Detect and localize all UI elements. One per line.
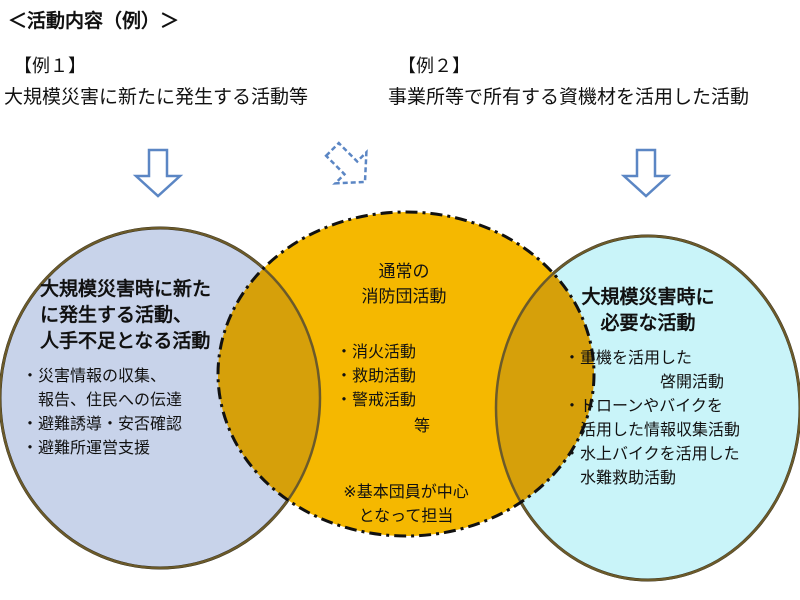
left-heading-line: 人手不足となる活動 bbox=[40, 330, 211, 352]
center-circle-note: ※基本団員が中心 となって担当 bbox=[316, 480, 496, 528]
right-circle-outline bbox=[494, 234, 800, 582]
center-circle-heading: 通常の 消防団活動 bbox=[328, 260, 480, 310]
list-item: 水難救助活動 bbox=[564, 468, 677, 487]
list-item: ・避難誘導・安否確認 bbox=[22, 414, 183, 433]
diagonal-dashed-arrow-icon bbox=[324, 141, 368, 185]
list-item: 啓開活動 bbox=[660, 372, 725, 391]
list-item: ・ドローンやバイクを bbox=[564, 396, 723, 415]
left-circle-outline bbox=[0, 226, 322, 570]
center-heading-line: 通常の bbox=[378, 262, 430, 282]
down-arrow-icon bbox=[620, 148, 672, 198]
left-heading-line: に発生する活動、 bbox=[40, 304, 193, 326]
note-line: となって担当 bbox=[358, 506, 454, 525]
center-items-suffix: 等 bbox=[414, 416, 431, 435]
list-item: ・警戒活動 bbox=[336, 390, 417, 409]
center-heading-line: 消防団活動 bbox=[361, 287, 447, 307]
note-line: ※基本団員が中心 bbox=[343, 482, 469, 501]
example1-label: 【例１】 bbox=[14, 56, 86, 77]
list-item: ・避難所運営支援 bbox=[22, 438, 151, 457]
list-item: ・災害情報の収集、 bbox=[22, 366, 167, 385]
example2-description: 事業所等で所有する資機材を活用した活動 bbox=[388, 86, 750, 108]
left-heading-line: 大規模災害時に新た bbox=[40, 278, 212, 300]
right-circle-items: ・重機を活用した 啓開活動 ・ドローンやバイクを 活用した情報収集活動 ・水上バ… bbox=[564, 346, 740, 490]
right-circle-heading: 大規模災害時に 必要な活動 bbox=[548, 284, 748, 336]
example1-description: 大規模災害に新たに発生する活動等 bbox=[4, 86, 309, 108]
list-item: 報告、住民への伝達 bbox=[22, 390, 183, 409]
list-item: ・重機を活用した bbox=[564, 348, 693, 367]
list-item: 活用した情報収集活動 bbox=[564, 420, 741, 439]
center-circle-outline bbox=[216, 210, 596, 538]
list-item: ・水上バイクを活用した bbox=[564, 444, 740, 463]
right-heading-line: 必要な活動 bbox=[600, 312, 696, 334]
list-item: ・消火活動 bbox=[336, 342, 417, 361]
left-circle-items: ・災害情報の収集、 報告、住民への伝達 ・避難誘導・安否確認 ・避難所運営支援 bbox=[22, 364, 182, 460]
down-arrow-icon bbox=[132, 148, 184, 198]
list-item: ・救助活動 bbox=[336, 366, 417, 385]
left-circle-heading: 大規模災害時に新た に発生する活動、 人手不足となる活動 bbox=[40, 276, 211, 354]
page-title: ＜活動内容（例）＞ bbox=[8, 10, 180, 32]
right-heading-line: 大規模災害時に bbox=[581, 286, 715, 308]
example2-label: 【例２】 bbox=[398, 56, 470, 77]
center-circle-items: ・消火活動 ・救助活動 ・警戒活動 bbox=[336, 340, 416, 412]
